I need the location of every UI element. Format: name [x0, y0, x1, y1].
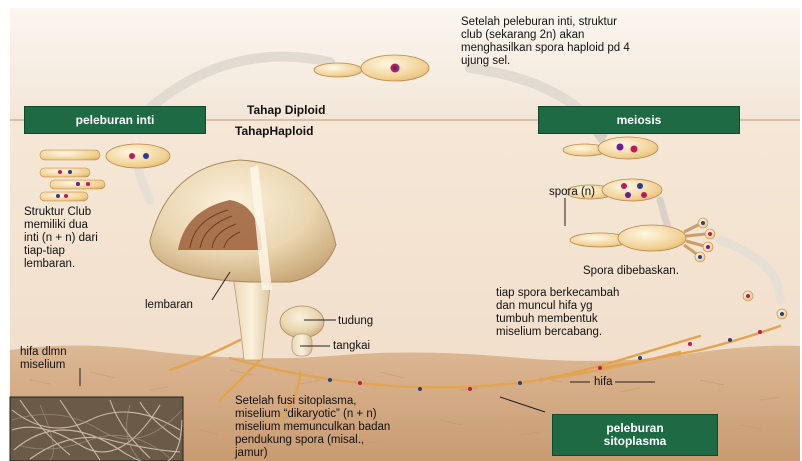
karyogamy-box: peleburan inti	[24, 106, 206, 134]
spores-released-label: Spora dibebaskan.	[583, 265, 679, 278]
after-karyogamy-note: Setelah peleburan inti, struktur club (s…	[461, 16, 630, 68]
plasmogamy-box: peleburan sitoplasma	[552, 414, 718, 456]
hypha-in-mycelium-label: hifa dlmn miselium	[20, 346, 67, 372]
germination-note: tiap spora berkecambah dan muncul hifa y…	[496, 287, 619, 339]
meiosis-box: meiosis	[538, 106, 740, 134]
after-plasmogamy-note: Setelah fusi sitoplasma, miselium “dikar…	[235, 395, 470, 460]
gills-label: lembaran	[145, 299, 193, 312]
cap-label: tudung	[338, 315, 373, 328]
stalk-label: tangkai	[333, 340, 370, 353]
spore-label: spora (n)	[549, 186, 595, 199]
phase-haploid-label: TahapHaploid	[235, 125, 313, 138]
hypha-label: hifa	[594, 376, 613, 389]
micrograph-inset	[10, 397, 183, 461]
club-structure-note: Struktur Club memiliki dua inti (n + n) …	[24, 206, 98, 271]
phase-diploid-label: Tahap Diploid	[247, 104, 325, 117]
